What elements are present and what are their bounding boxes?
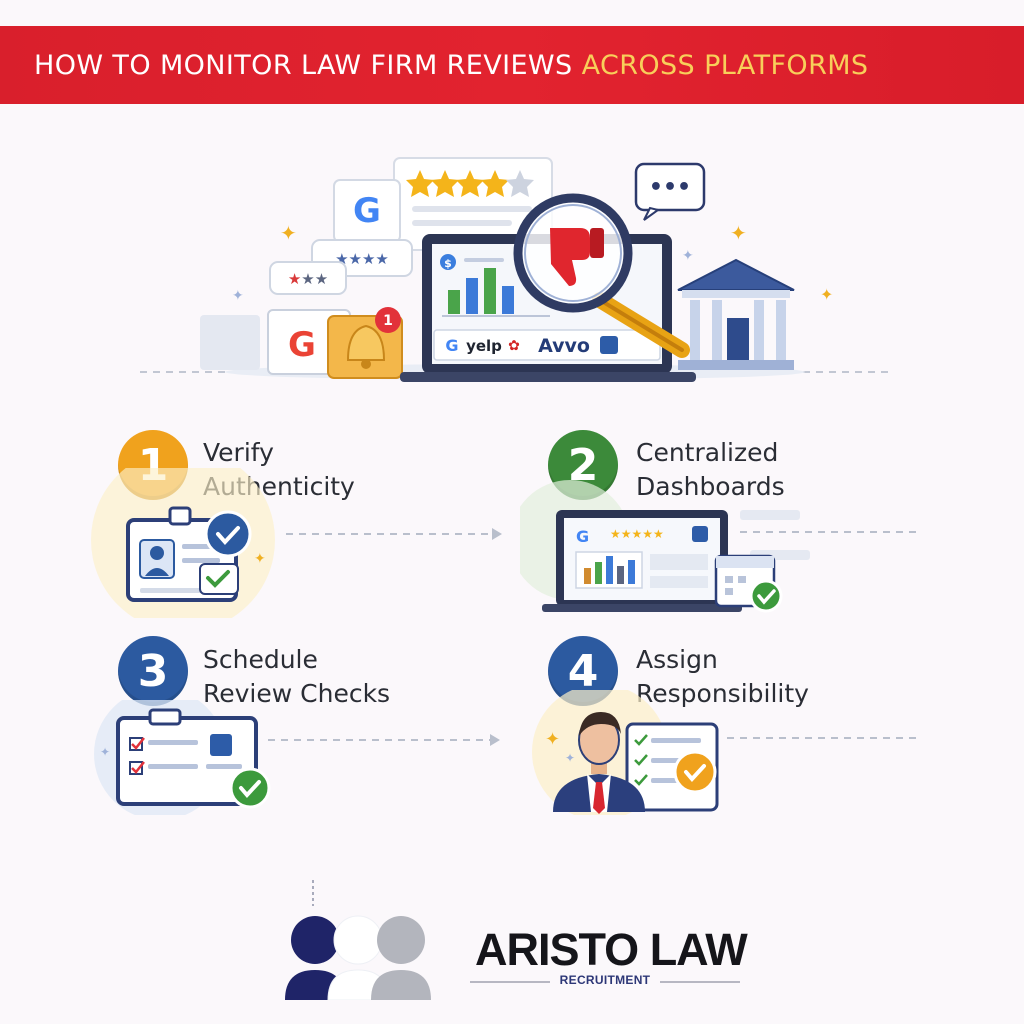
svg-text:✿: ✿ (508, 338, 520, 354)
svg-text:★★★: ★★★ (288, 270, 328, 288)
title-main: HOW TO MONITOR LAW FIRM REVIEWS (34, 49, 573, 81)
id-card-illustration: ✦ (91, 468, 502, 618)
svg-text:✦: ✦ (545, 729, 560, 750)
rating-bubble-small: ★★★ (269, 261, 347, 295)
svg-text:G: G (288, 325, 316, 365)
svg-text:★★★★: ★★★★ (335, 250, 389, 268)
courthouse-icon (677, 258, 795, 370)
svg-text:✦: ✦ (254, 551, 266, 567)
chat-bubble-icon: ••• (634, 162, 706, 221)
thumbs-down-icon (550, 228, 604, 286)
svg-text:✦: ✦ (682, 248, 694, 264)
svg-text:✦: ✦ (565, 751, 575, 765)
hero-illustration: G ★★★★ ★★★ G 1 ••• ✦ ✦ ✦ ✦ ✦ (140, 157, 890, 382)
header-banner: HOW TO MONITOR LAW FIRM REVIEWS ACROSS P… (0, 26, 1024, 104)
svg-text:✦: ✦ (232, 288, 244, 304)
svg-text:✦: ✦ (100, 745, 110, 759)
yelp-platform-label: yelp (466, 337, 502, 355)
step-3-badge: 3 (118, 636, 188, 706)
logo-mark-icon (285, 880, 431, 1000)
dashboard-illustration: G ★★★★★ (520, 480, 916, 613)
step-2-title: Centralized Dashboards (636, 438, 785, 501)
check-circle-icon (749, 579, 783, 613)
svg-text:✦: ✦ (280, 221, 297, 245)
checklist-illustration: ✦ (94, 700, 500, 815)
svg-text:★★★★★: ★★★★★ (610, 527, 664, 541)
svg-text:•••: ••• (649, 175, 691, 200)
brand-logo: ARISTO LAW RECRUITMENT (285, 880, 755, 1000)
svg-text:✦: ✦ (820, 285, 833, 304)
svg-text:✦: ✦ (730, 221, 747, 245)
google-icon: G (353, 191, 381, 231)
review-card-top (393, 157, 553, 251)
check-circle-icon (229, 767, 271, 809)
notification-bell-icon: 1 (327, 307, 403, 379)
verified-check-icon (204, 510, 252, 558)
manager-illustration: ✦ ✦ (532, 690, 917, 815)
step-3-title: Schedule Review Checks (203, 645, 391, 708)
svg-text:1: 1 (383, 313, 393, 329)
avvo-platform-label: Avvo (538, 335, 590, 357)
person-avatar-icon (553, 712, 645, 814)
google-platform-icon: G (445, 336, 458, 355)
check-circle-icon (673, 750, 717, 794)
step-4-title: Assign Responsibility (636, 645, 809, 708)
magnifier-icon (513, 193, 690, 358)
svg-text:$: $ (444, 257, 452, 270)
star-rating-icon (406, 170, 534, 197)
svg-text:G: G (576, 527, 589, 546)
brand-name: ARISTO LAW (475, 924, 748, 975)
check-icon (199, 563, 239, 595)
page-title: HOW TO MONITOR LAW FIRM REVIEWS ACROSS P… (34, 50, 868, 81)
google-review-card: G (333, 179, 401, 243)
brand-tagline: RECRUITMENT (470, 973, 740, 987)
title-accent: ACROSS PLATFORMS (581, 49, 869, 81)
